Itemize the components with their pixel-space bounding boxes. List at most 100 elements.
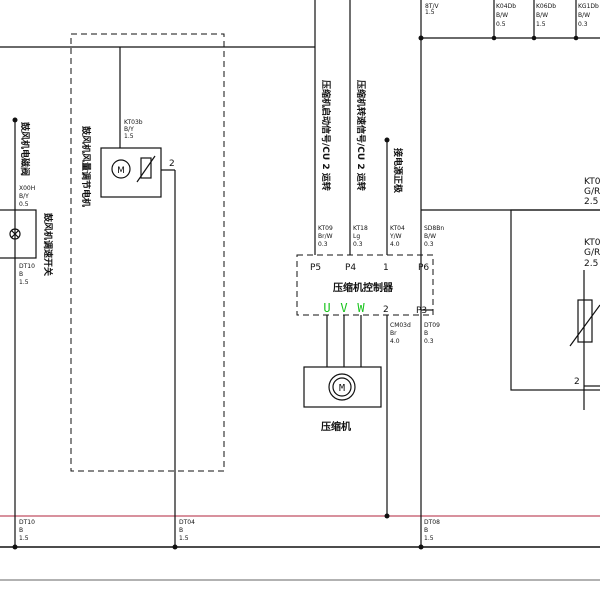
junction-dot — [172, 544, 178, 550]
svg-text:B: B — [179, 527, 183, 534]
svg-text:0.3: 0.3 — [353, 241, 363, 248]
junction-dot — [418, 544, 424, 550]
svg-text:1.5: 1.5 — [536, 21, 546, 28]
svg-text:G/R: G/R — [584, 187, 600, 197]
compressor-controller-box — [296, 254, 434, 316]
svg-text:KT09: KT09 — [318, 225, 333, 232]
junction-dot — [573, 35, 579, 41]
svg-text:CM03d: CM03d — [390, 322, 411, 329]
junction-dot — [418, 35, 424, 41]
pin-p4: P4 — [345, 263, 356, 273]
svg-text:DT10: DT10 — [19, 519, 35, 526]
svg-text:0.3: 0.3 — [424, 338, 434, 345]
wire-label-right-2: KT0 G/R 2.5 — [584, 238, 600, 269]
svg-text:X00H: X00H — [19, 185, 35, 192]
wire-label-left-bottom: DT10 B 1.5 — [19, 519, 35, 542]
wire-label-pin2: CM03d Br 4.0 — [390, 322, 411, 345]
wire-label-p3: DT09 B 0.3 — [424, 322, 440, 345]
junction-dot — [531, 35, 537, 41]
signal-label-1: 压缩机启动信号/CU 2 运转 — [320, 80, 332, 191]
compressor-label: 压缩机 — [321, 420, 351, 433]
svg-text:B/W: B/W — [424, 233, 436, 240]
svg-text:B: B — [424, 527, 428, 534]
svg-text:KT0: KT0 — [584, 177, 600, 187]
wire-label-mid-bottom: DT04 B 1.5 — [179, 519, 195, 542]
potentiometer-icon — [140, 157, 152, 179]
svg-text:DT10: DT10 — [19, 263, 35, 270]
svg-text:0.3: 0.3 — [424, 241, 434, 248]
svg-text:1.5: 1.5 — [179, 535, 189, 542]
relay-label: 鼓风机电磁阀 — [19, 122, 31, 176]
blower-motor-label: 鼓风机风量调节电机 — [80, 126, 92, 207]
blower-motor-icon — [111, 159, 131, 179]
sensor-icon — [577, 299, 593, 343]
svg-text:B/Y: B/Y — [19, 193, 29, 200]
pin-p6: P6 — [418, 263, 429, 273]
switch-lamp-icon-cross — [11, 230, 19, 238]
svg-text:KT0: KT0 — [584, 238, 600, 248]
svg-text:1.5: 1.5 — [19, 535, 29, 542]
wire-label-top-right-4: KG1Db B/W 0.3 — [578, 3, 599, 28]
svg-text:B/W: B/W — [578, 12, 590, 19]
power-feed-label: 接电源正极 — [392, 148, 404, 194]
svg-text:1.5: 1.5 — [425, 9, 435, 16]
junction-dot — [384, 513, 390, 519]
blower-pin-2: 2 — [169, 159, 175, 169]
svg-text:Lg: Lg — [353, 233, 360, 240]
wire-label-blower-in: KT03b B/Y 1.5 — [124, 119, 143, 140]
svg-text:G/R: G/R — [584, 248, 600, 258]
svg-text:B: B — [19, 271, 23, 278]
compressor-motor-icon — [328, 373, 356, 401]
svg-text:B/W: B/W — [536, 12, 548, 19]
svg-text:2.5: 2.5 — [584, 259, 598, 269]
blower-motor-box — [100, 147, 162, 198]
svg-text:B: B — [19, 527, 23, 534]
wire-label-p5: KT09 Br/W 0.3 — [318, 225, 333, 248]
svg-text:1.5: 1.5 — [124, 133, 134, 140]
svg-text:KT04: KT04 — [390, 225, 405, 232]
svg-text:K06Db: K06Db — [536, 3, 556, 10]
wire-label-right-1: KT0 G/R 2.5 — [584, 177, 600, 207]
svg-text:8T/V: 8T/V — [425, 3, 440, 10]
junction-dot — [12, 117, 18, 123]
svg-text:DT04: DT04 — [179, 519, 195, 526]
svg-text:0.3: 0.3 — [578, 21, 588, 28]
svg-text:SD8Bn: SD8Bn — [424, 225, 444, 232]
wire-label-left-low: DT10 B 1.5 — [19, 263, 35, 286]
motor-icon-glyph: M — [117, 166, 125, 176]
compressor-motor-icon-inner — [332, 377, 352, 397]
right-pin-2: 2 — [574, 377, 580, 387]
svg-text:0.3: 0.3 — [318, 241, 328, 248]
controller-title: 压缩机控制器 — [333, 281, 394, 294]
svg-text:B/W: B/W — [496, 12, 508, 19]
signal-label-2: 压缩机转速信号/CU 2 运转 — [355, 80, 367, 191]
svg-text:Br: Br — [390, 330, 397, 337]
switch-lamp-icon — [9, 228, 21, 240]
sensor-icon-arrow — [569, 304, 600, 347]
compressor-motor-box — [303, 366, 382, 408]
phase-v: V — [340, 301, 347, 315]
right-component-box — [510, 209, 600, 391]
wire-label-pin1: KT04 Y/W 4.0 — [389, 225, 405, 248]
svg-text:0.5: 0.5 — [496, 21, 506, 28]
svg-text:0.5: 0.5 — [19, 201, 29, 208]
svg-text:2.5: 2.5 — [584, 197, 598, 207]
junction-dot — [384, 137, 390, 143]
svg-text:KG1Db: KG1Db — [578, 3, 599, 10]
svg-text:KT03b: KT03b — [124, 119, 143, 126]
blower-speed-switch — [0, 209, 37, 259]
junction-dot — [12, 544, 18, 550]
pin-2: 2 — [383, 305, 389, 315]
wire-label-top-right-3: K06Db B/W 1.5 — [536, 3, 556, 28]
svg-text:B/Y: B/Y — [124, 126, 134, 133]
svg-text:KT18: KT18 — [353, 225, 368, 232]
potentiometer-icon-arrow — [136, 155, 156, 183]
svg-text:Y/W: Y/W — [389, 233, 402, 240]
svg-text:DT08: DT08 — [424, 519, 440, 526]
svg-text:4.0: 4.0 — [390, 338, 400, 345]
svg-text:K04Db: K04Db — [496, 3, 516, 10]
svg-text:Br/W: Br/W — [318, 233, 333, 240]
pin-1: 1 — [383, 263, 389, 273]
pin-p5: P5 — [310, 263, 321, 273]
